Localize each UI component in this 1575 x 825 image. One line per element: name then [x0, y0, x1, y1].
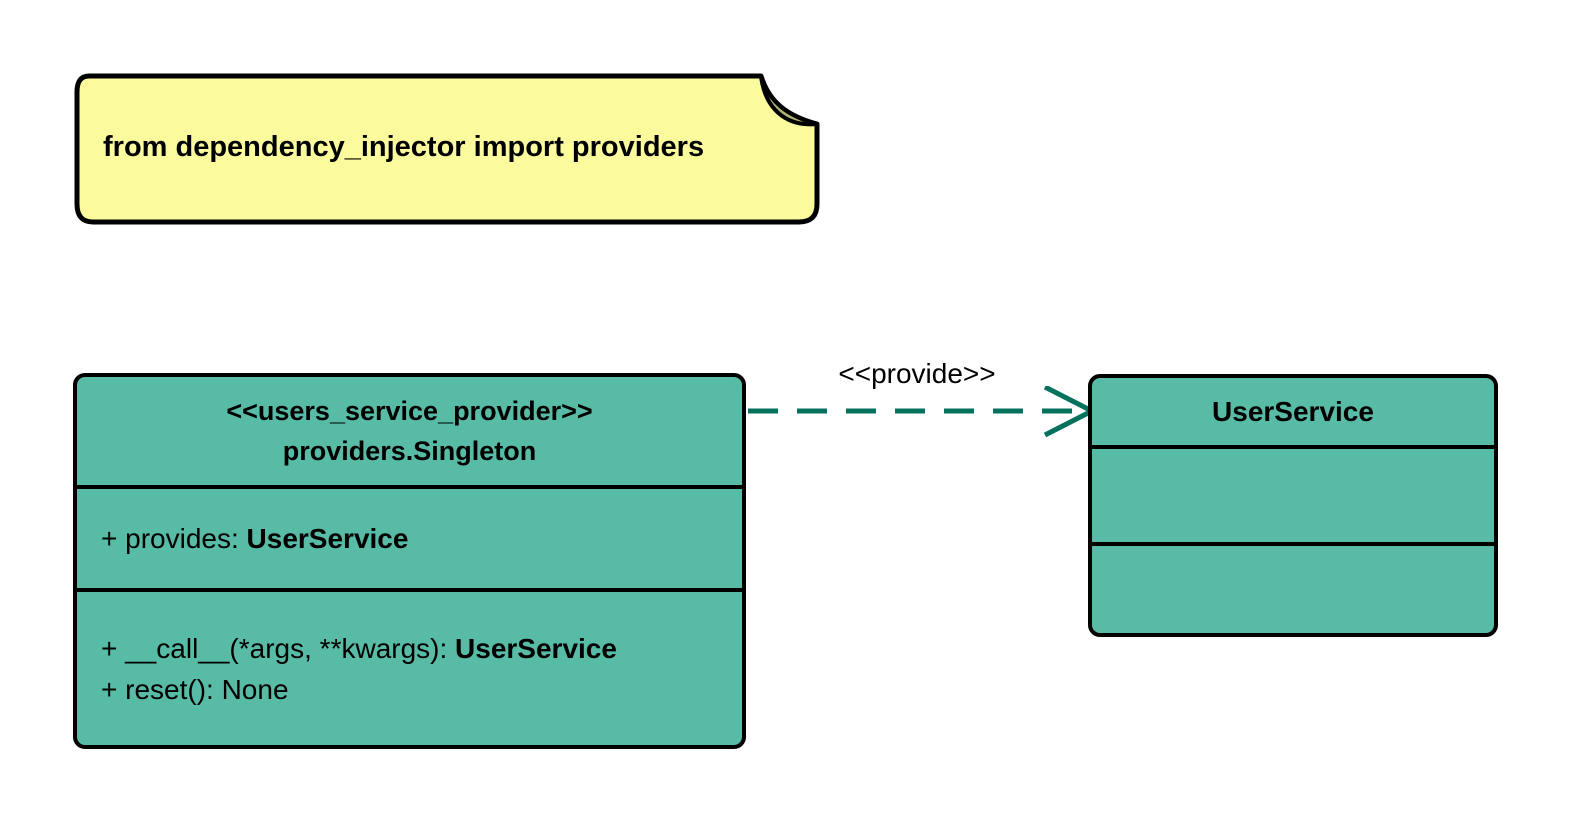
- userservice-methods-compartment: [1092, 542, 1494, 633]
- note-shape: [74, 73, 820, 225]
- provide-arrow: [748, 386, 1098, 438]
- provider-class-header: <<users_service_provider>> providers.Sin…: [77, 377, 742, 485]
- note-text: from dependency_injector import provider…: [103, 130, 705, 163]
- method-type: UserService: [455, 632, 617, 664]
- note: from dependency_injector import provider…: [73, 72, 821, 226]
- userservice-class-header: UserService: [1092, 378, 1494, 445]
- note-fold-icon: [759, 74, 819, 127]
- userservice-attributes-compartment: [1092, 445, 1494, 542]
- provider-class-box: <<users_service_provider>> providers.Sin…: [73, 373, 746, 749]
- provide-arrow-label: <<provide>>: [838, 358, 996, 389]
- attribute-text: + provides:: [101, 523, 247, 554]
- userservice-class-name: UserService: [1212, 395, 1374, 427]
- attribute-type: UserService: [246, 523, 409, 554]
- provider-stereotype-label: <<users_service_provider>>: [226, 396, 593, 426]
- userservice-class-box: UserService: [1088, 374, 1498, 637]
- method-text: + __call__(*args, **kwargs):: [101, 632, 456, 664]
- provider-class-name: providers.Singleton: [282, 436, 537, 466]
- provider-methods-compartment: + __call__(*args, **kwargs): UserService…: [77, 588, 742, 745]
- provider-attributes-compartment: + provides: UserService: [77, 485, 742, 588]
- method-line: + reset(): None: [101, 669, 718, 710]
- method-text: + reset(): None: [101, 673, 289, 705]
- attribute-line: + provides: UserService: [101, 518, 718, 559]
- method-line: + __call__(*args, **kwargs): UserService: [101, 628, 718, 669]
